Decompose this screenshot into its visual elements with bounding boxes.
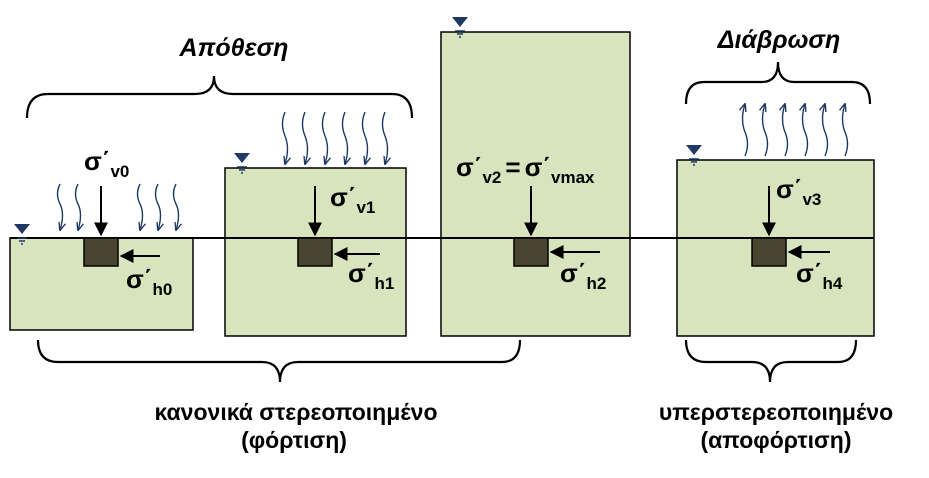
brace-normally-consolidated xyxy=(36,339,522,383)
flow-arrow-icon xyxy=(321,111,328,164)
soil-element-2 xyxy=(513,237,549,267)
erosion-arrows xyxy=(743,104,849,157)
stress-label-h0: σ΄h0 xyxy=(126,264,172,299)
flow-arrow-icon xyxy=(154,183,161,230)
flow-arrow-icon xyxy=(381,111,388,164)
flow-arrow-icon xyxy=(172,183,179,230)
flow-arrow-icon xyxy=(136,183,143,230)
flow-arrow-icon xyxy=(301,111,308,164)
label-normally-consolidated: κανονικά στερεοποιημένο xyxy=(154,399,437,425)
flow-arrow-icon xyxy=(743,104,749,157)
stress-label-v0: σ΄v0 xyxy=(84,146,129,181)
water-table-icon xyxy=(452,17,468,38)
brace-erosion xyxy=(684,61,872,105)
stress-label-h1: σ΄h1 xyxy=(348,258,394,293)
deposition-arrows-0 xyxy=(56,183,179,230)
stress-label-h4: σ΄h4 xyxy=(796,258,843,293)
soil-block-2 xyxy=(440,31,631,337)
flow-arrow-icon xyxy=(843,104,849,157)
flow-arrow-icon xyxy=(823,104,829,157)
stress-label-v2-vmax: σ΄v2=σ΄vmax xyxy=(456,152,595,187)
soil-element-0 xyxy=(83,237,119,267)
deposition-arrows-1 xyxy=(281,111,388,164)
header-deposition: Απόθεση xyxy=(179,34,289,62)
stress-label-h2: σ΄h2 xyxy=(560,258,606,293)
water-table-icon xyxy=(686,145,702,166)
soil-element-3 xyxy=(751,237,787,267)
stress-label-v1: σ΄v1 xyxy=(330,182,375,217)
flow-arrow-icon xyxy=(341,111,348,164)
flow-arrow-icon xyxy=(281,111,288,164)
stress-label-v3: σ΄v3 xyxy=(776,174,821,209)
brace-deposition xyxy=(25,75,414,119)
soil-element-1 xyxy=(297,237,333,267)
flow-arrow-icon xyxy=(361,111,368,164)
brace-overconsolidated xyxy=(684,339,858,383)
label-loading: (φόρτιση) xyxy=(241,427,347,453)
label-unloading: (αποφόρτιση) xyxy=(700,427,851,453)
water-table-icon xyxy=(14,224,30,245)
label-overconsolidated: υπερστερεοποιημένο xyxy=(659,399,893,425)
flow-arrow-icon xyxy=(56,183,63,230)
header-erosion: Διάβρωση xyxy=(717,26,841,54)
flow-arrow-icon xyxy=(803,104,809,157)
water-table-icon xyxy=(234,153,250,174)
flow-arrow-icon xyxy=(763,104,769,157)
flow-arrow-icon xyxy=(74,183,81,230)
flow-arrow-icon xyxy=(783,104,789,157)
